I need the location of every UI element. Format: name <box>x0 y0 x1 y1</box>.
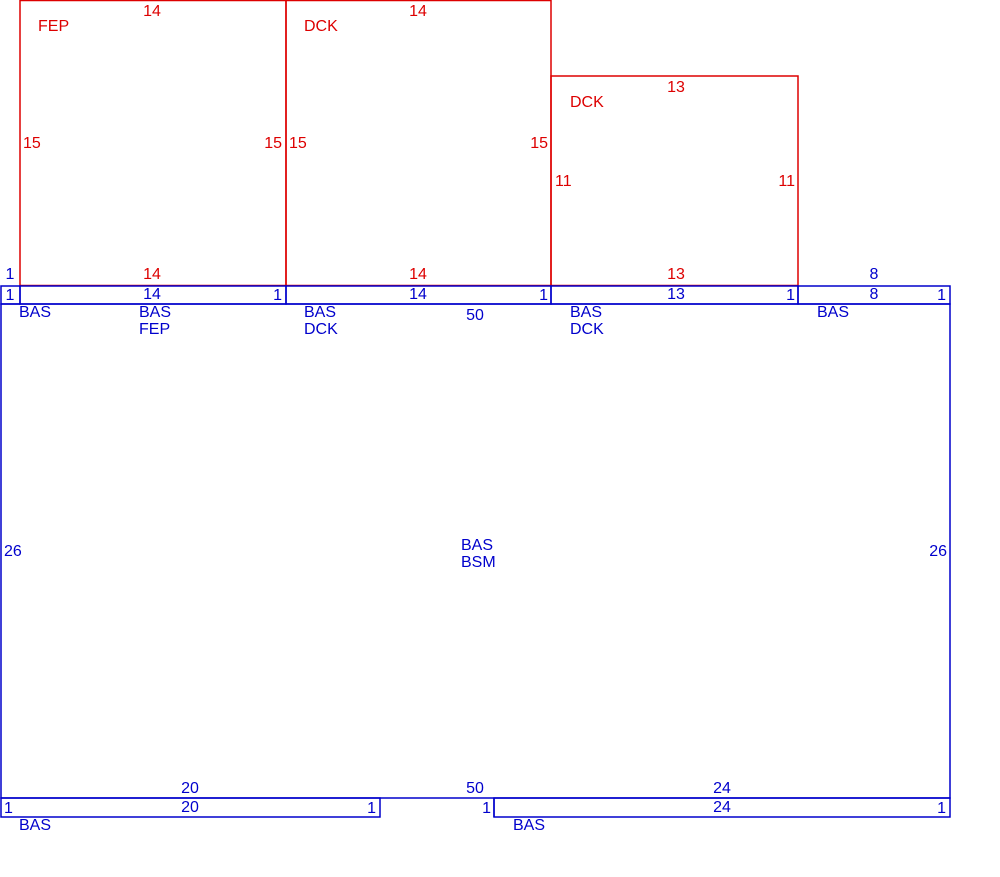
fep-code-label: FEP <box>38 18 69 35</box>
right-strip-outline[interactable] <box>797 285 951 305</box>
bottom-left-outer-dim: 20 <box>181 780 199 797</box>
dck1-strip-code-2: DCK <box>304 321 338 338</box>
dck1-code-label: DCK <box>304 18 338 35</box>
right-strip-top-dim: 8 <box>870 286 879 303</box>
main-code-1: BAS <box>461 537 493 554</box>
bottom-right-right-dim: 1 <box>937 800 946 817</box>
bottom-left-left-dim: 1 <box>4 800 13 817</box>
dck2-strip-code-1: BAS <box>570 304 602 321</box>
fep-strip-code-2: FEP <box>139 321 170 338</box>
main-top-dim: 50 <box>466 307 484 324</box>
fep-strip-right-dim: 1 <box>273 287 282 304</box>
main-left-dim: 26 <box>4 543 22 560</box>
bottom-gap-dim: 1 <box>482 800 491 817</box>
dck1-left-dim: 15 <box>289 135 307 152</box>
fep-left-dim: 15 <box>23 135 41 152</box>
dck1-strip-code-1: BAS <box>304 304 336 321</box>
bottom-right-code: BAS <box>513 817 545 834</box>
bottom-left-strip-outline[interactable] <box>0 797 381 818</box>
dck-area-1-outline[interactable] <box>285 0 552 287</box>
bottom-left-code: BAS <box>19 817 51 834</box>
dck2-top-dim: 13 <box>667 79 685 96</box>
bottom-left-right-dim: 1 <box>367 800 376 817</box>
dck2-strip-code-2: DCK <box>570 321 604 338</box>
fep-strip-top-dim: 14 <box>143 286 161 303</box>
dck1-top-dim: 14 <box>409 3 427 20</box>
right-strip-code: BAS <box>817 304 849 321</box>
tiny-strip-code: BAS <box>19 304 51 321</box>
main-bottom-dim: 50 <box>466 780 484 797</box>
right-strip-right-dim: 1 <box>937 287 946 304</box>
fep-top-dim: 14 <box>143 3 161 20</box>
dck1-strip-right-dim: 1 <box>539 287 548 304</box>
dck2-strip-top-dim: 13 <box>667 286 685 303</box>
bottom-right-outer-dim: 24 <box>713 780 731 797</box>
dck2-right-dim: 11 <box>778 173 795 190</box>
bottom-right-inner-dim: 24 <box>713 799 731 816</box>
dck1-strip-top-dim: 14 <box>409 286 427 303</box>
bottom-right-strip-outline[interactable] <box>493 797 951 818</box>
right-strip-outer-dim: 8 <box>870 266 879 283</box>
main-right-dim: 26 <box>929 543 947 560</box>
dck1-bottom-dim: 14 <box>409 266 427 283</box>
dck2-strip-right-dim: 1 <box>786 287 795 304</box>
fep-area-outline[interactable] <box>19 0 287 287</box>
main-code-2: BSM <box>461 554 496 571</box>
dck2-code-label: DCK <box>570 94 604 111</box>
tiny-strip-top-dim: 1 <box>6 266 15 283</box>
tiny-strip-right-dim: 1 <box>6 287 15 304</box>
fep-strip-code-1: BAS <box>139 304 171 321</box>
fep-bottom-dim: 14 <box>143 266 161 283</box>
dck2-left-dim: 11 <box>555 173 572 190</box>
dck2-bottom-dim: 13 <box>667 266 685 283</box>
bottom-left-inner-dim: 20 <box>181 799 199 816</box>
fep-right-dim: 15 <box>264 135 282 152</box>
dck1-right-dim: 15 <box>530 135 548 152</box>
